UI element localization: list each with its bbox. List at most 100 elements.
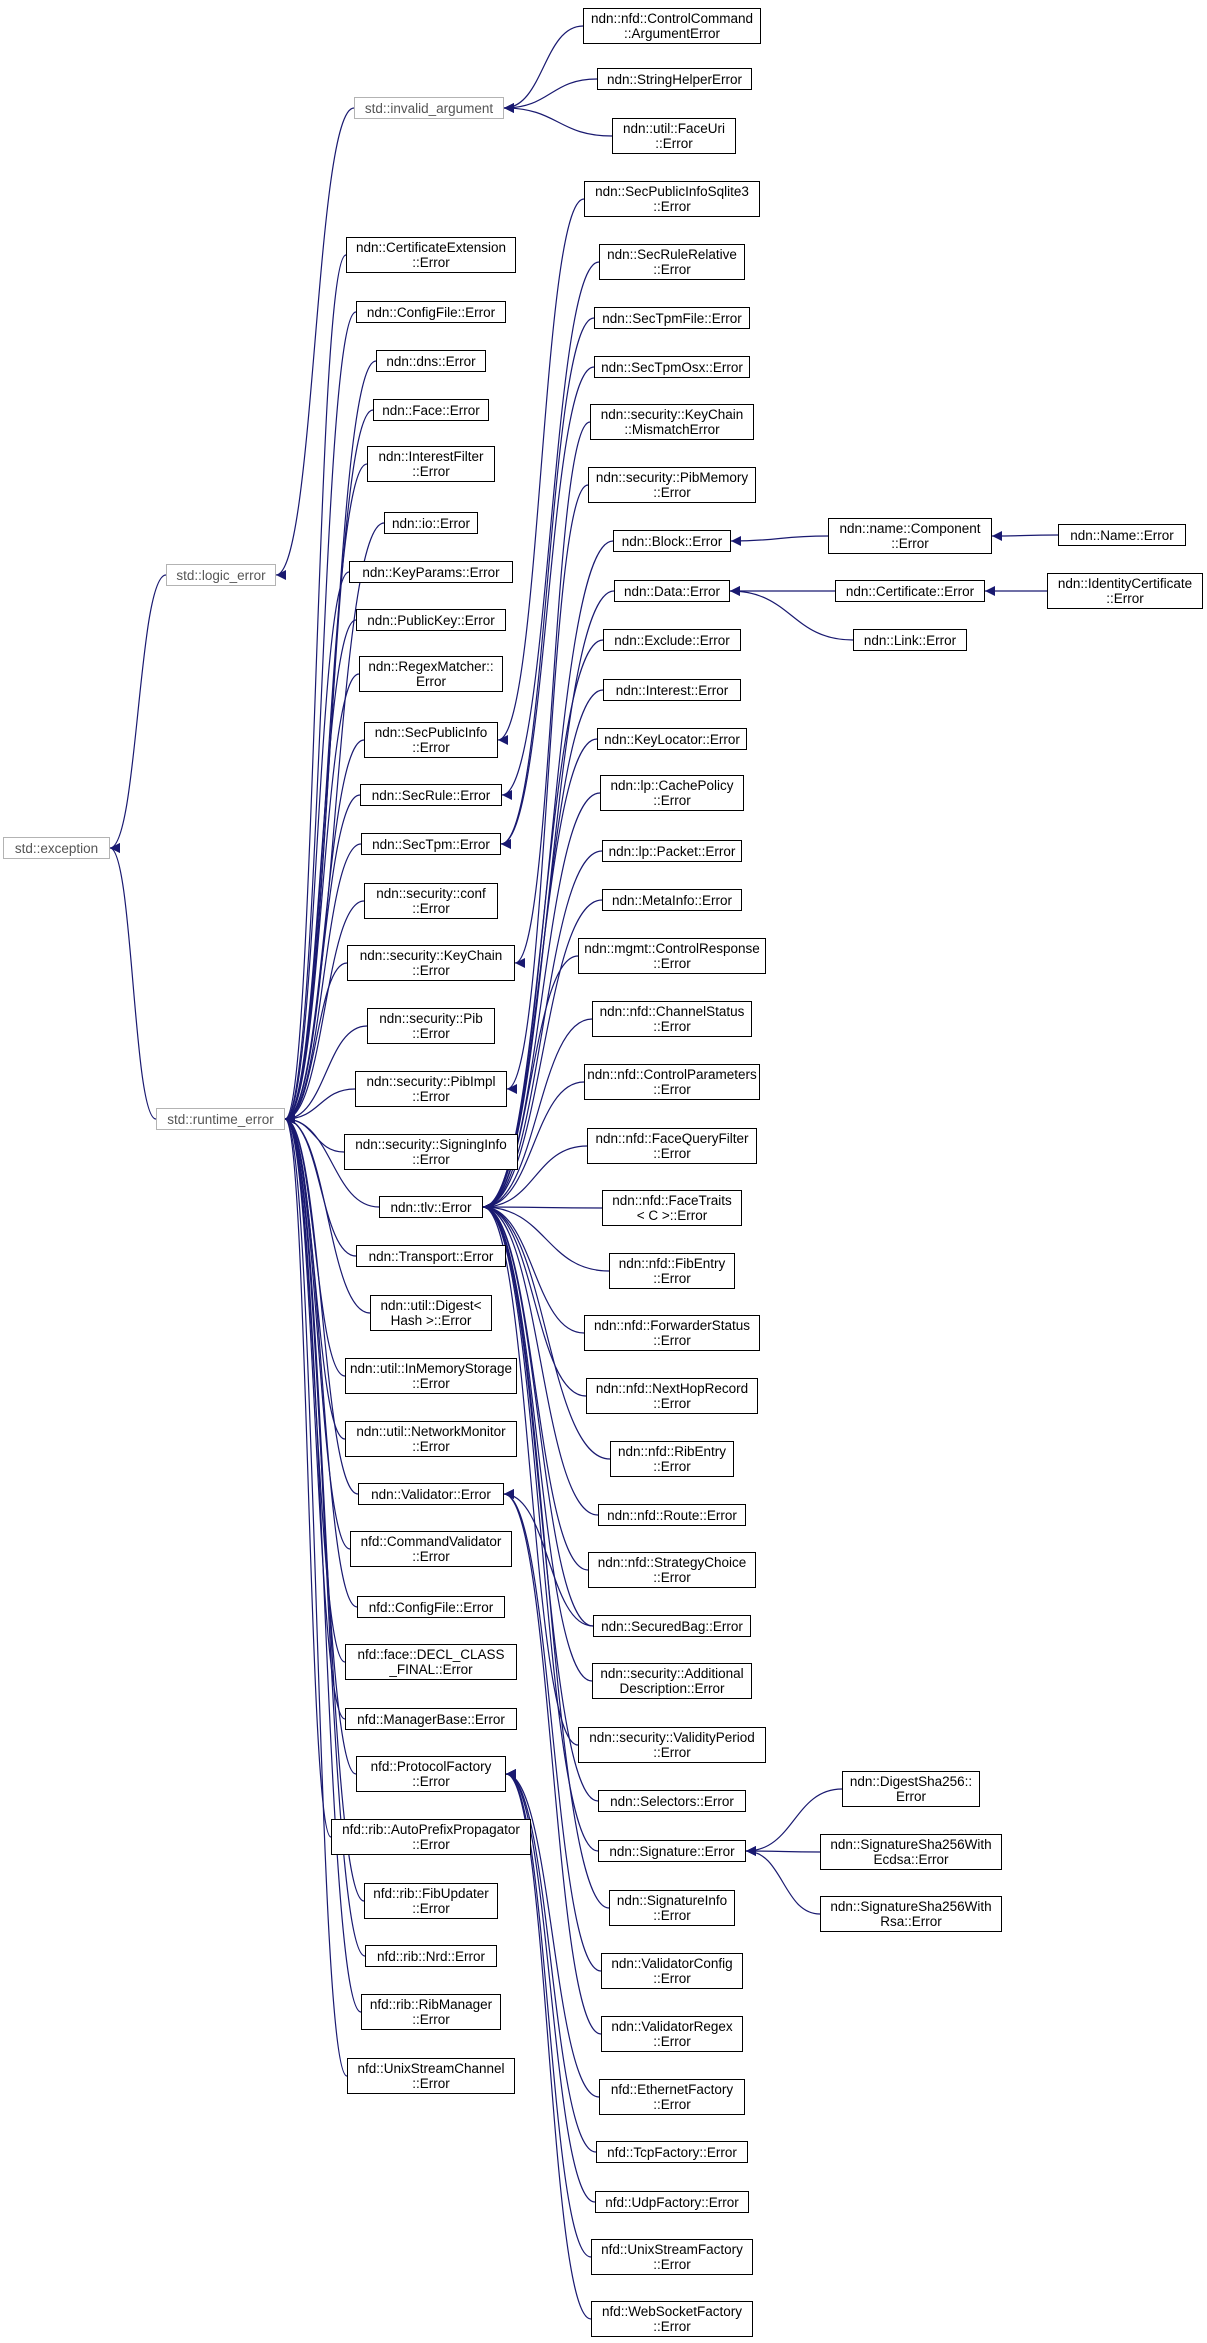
node-fibentry[interactable]: ndn::nfd::FibEntry ::Error [609, 1253, 735, 1289]
node-keylocator[interactable]: ndn::KeyLocator::Error [597, 728, 747, 750]
node-validatorregex[interactable]: ndn::ValidatorRegex ::Error [601, 2016, 743, 2052]
edge-string_helper-to-invalid_argument [503, 78, 598, 113]
node-digest[interactable]: ndn::util::Digest< Hash >::Error [370, 1295, 492, 1331]
node-signatureinfo[interactable]: ndn::SignatureInfo ::Error [609, 1890, 735, 1926]
node-pib[interactable]: ndn::security::Pib ::Error [367, 1008, 495, 1044]
node-regexmatcher[interactable]: ndn::RegexMatcher:: Error [359, 656, 503, 692]
node-facequery[interactable]: ndn::nfd::FaceQueryFilter ::Error [587, 1128, 757, 1164]
edge-exclude-to-tlv [482, 639, 604, 1212]
node-keyparams[interactable]: ndn::KeyParams::Error [349, 561, 513, 583]
edge-additional-to-tlv [482, 1202, 593, 1682]
node-route[interactable]: ndn::nfd::Route::Error [598, 1504, 746, 1526]
node-secrulerel[interactable]: ndn::SecRuleRelative ::Error [599, 244, 745, 280]
node-secpublicinfo[interactable]: ndn::SecPublicInfo ::Error [364, 722, 498, 758]
node-ethernetfactory[interactable]: nfd::EthernetFactory ::Error [599, 2079, 745, 2115]
node-pibimpl[interactable]: ndn::security::PibImpl ::Error [355, 1071, 507, 1107]
node-additional[interactable]: ndn::security::Additional Description::E… [592, 1663, 752, 1699]
node-interest-filter[interactable]: ndn::InterestFilter ::Error [367, 446, 495, 482]
node-dns[interactable]: ndn::dns::Error [376, 350, 486, 372]
node-cc-arg[interactable]: ndn::nfd::ControlCommand ::ArgumentError [583, 8, 761, 44]
node-keychain[interactable]: ndn::security::KeyChain ::Error [347, 945, 515, 981]
node-sectpmfile[interactable]: ndn::SecTpmFile::Error [594, 307, 750, 329]
node-udpfactory[interactable]: nfd::UdpFactory::Error [595, 2191, 749, 2213]
edge-sectpmfile-to-sectpm [500, 317, 595, 849]
node-decl-class[interactable]: nfd::face::DECL_CLASS _FINAL::Error [345, 1644, 517, 1680]
edge-validatorregex-to-validator [503, 1489, 602, 2035]
node-fibupdater[interactable]: nfd::rib::FibUpdater ::Error [364, 1883, 498, 1919]
node-pibmemory[interactable]: ndn::security::PibMemory ::Error [588, 467, 756, 503]
edge-signature-to-tlv [482, 1202, 599, 1852]
node-fwdstatus[interactable]: ndn::nfd::ForwarderStatus ::Error [584, 1315, 760, 1351]
edge-ribmanager-to-runtime_error [284, 1114, 362, 2013]
node-runtime-error[interactable]: std::runtime_error [156, 1108, 285, 1130]
node-certificate[interactable]: ndn::Certificate::Error [835, 580, 985, 602]
node-secrule[interactable]: ndn::SecRule::Error [360, 784, 502, 806]
node-faceuri[interactable]: ndn::util::FaceUri ::Error [612, 118, 736, 154]
edge-kc_mismatch-to-keychain [514, 421, 591, 968]
node-securedbag[interactable]: ndn::SecuredBag::Error [593, 1615, 751, 1637]
node-autoprefix[interactable]: nfd::rib::AutoPrefixPropagator ::Error [331, 1819, 531, 1855]
node-name[interactable]: ndn::Name::Error [1058, 524, 1186, 546]
node-ecdsa[interactable]: ndn::SignatureSha256With Ecdsa::Error [820, 1834, 1002, 1870]
node-managerbase[interactable]: nfd::ManagerBase::Error [345, 1708, 517, 1730]
node-data[interactable]: ndn::Data::Error [614, 580, 730, 602]
node-cert-ext[interactable]: ndn::CertificateExtension ::Error [346, 237, 516, 273]
edge-sec_conf-to-runtime_error [284, 900, 365, 1124]
node-link[interactable]: ndn::Link::Error [853, 629, 967, 651]
node-validator[interactable]: ndn::Validator::Error [358, 1483, 504, 1505]
node-validity[interactable]: ndn::security::ValidityPeriod ::Error [578, 1727, 766, 1763]
node-nrd[interactable]: nfd::rib::Nrd::Error [365, 1945, 497, 1967]
edge-ribentry-to-tlv [482, 1202, 611, 1460]
node-namecomponent[interactable]: ndn::name::Component ::Error [828, 518, 992, 554]
node-metainfo[interactable]: ndn::MetaInfo::Error [602, 889, 742, 911]
edge-route-to-tlv [482, 1202, 599, 1516]
node-tcpfactory[interactable]: nfd::TcpFactory::Error [596, 2141, 748, 2163]
node-cachepolicy[interactable]: ndn::lp::CachePolicy ::Error [600, 775, 744, 811]
node-invalid-argument[interactable]: std::invalid_argument [354, 97, 504, 119]
node-transport[interactable]: ndn::Transport::Error [356, 1245, 506, 1267]
node-kc-mismatch[interactable]: ndn::security::KeyChain ::MismatchError [590, 404, 754, 440]
node-protocolfactory[interactable]: nfd::ProtocolFactory ::Error [356, 1756, 506, 1792]
node-selectors[interactable]: ndn::Selectors::Error [598, 1790, 746, 1812]
node-ribentry[interactable]: ndn::nfd::RibEntry ::Error [610, 1441, 734, 1477]
node-face[interactable]: ndn::Face::Error [373, 399, 489, 421]
edge-logic_error-to-exception [109, 574, 167, 853]
node-identitycert[interactable]: ndn::IdentityCertificate ::Error [1047, 573, 1203, 609]
node-unixstreamfactory[interactable]: nfd::UnixStreamFactory ::Error [591, 2239, 753, 2275]
node-strategychoice[interactable]: ndn::nfd::StrategyChoice ::Error [588, 1552, 756, 1588]
edge-pibmemory-to-pibimpl [506, 484, 589, 1094]
node-publickey[interactable]: ndn::PublicKey::Error [356, 609, 506, 631]
node-inmemory[interactable]: ndn::util::InMemoryStorage ::Error [345, 1358, 517, 1394]
node-nfd-configfile[interactable]: nfd::ConfigFile::Error [357, 1596, 505, 1618]
node-validatorconfig[interactable]: ndn::ValidatorConfig ::Error [601, 1953, 743, 1989]
edge-nrd-to-runtime_error [284, 1114, 366, 1957]
node-rsa[interactable]: ndn::SignatureSha256With Rsa::Error [820, 1896, 1002, 1932]
node-exclude[interactable]: ndn::Exclude::Error [603, 629, 741, 651]
node-signature[interactable]: ndn::Signature::Error [598, 1840, 746, 1862]
node-tlv[interactable]: ndn::tlv::Error [379, 1196, 483, 1218]
node-block[interactable]: ndn::Block::Error [613, 530, 731, 552]
node-nexthop[interactable]: ndn::nfd::NextHopRecord ::Error [586, 1378, 758, 1414]
node-exception[interactable]: std::exception [3, 837, 110, 859]
node-unixstreamchannel[interactable]: nfd::UnixStreamChannel ::Error [347, 2058, 515, 2094]
node-facetraits[interactable]: ndn::nfd::FaceTraits < C >::Error [602, 1190, 742, 1226]
node-controlresponse[interactable]: ndn::mgmt::ControlResponse ::Error [578, 938, 766, 974]
node-ribmanager[interactable]: nfd::rib::RibManager ::Error [361, 1994, 501, 2030]
node-string-helper[interactable]: ndn::StringHelperError [597, 68, 752, 90]
node-sqlite3[interactable]: ndn::SecPublicInfoSqlite3 ::Error [584, 181, 760, 217]
node-controlparams[interactable]: ndn::nfd::ControlParameters ::Error [584, 1064, 760, 1100]
node-sectpmosx[interactable]: ndn::SecTpmOsx::Error [594, 356, 750, 378]
node-io[interactable]: ndn::io::Error [384, 512, 478, 534]
node-configfile[interactable]: ndn::ConfigFile::Error [356, 301, 506, 323]
node-sectpm[interactable]: ndn::SecTpm::Error [361, 833, 501, 855]
node-cmdvalidator[interactable]: nfd::CommandValidator ::Error [350, 1531, 512, 1567]
node-digestsha256[interactable]: ndn::DigestSha256:: Error [842, 1771, 980, 1807]
node-sec-conf[interactable]: ndn::security::conf ::Error [364, 883, 498, 919]
node-interest[interactable]: ndn::Interest::Error [603, 679, 741, 701]
node-netmon[interactable]: ndn::util::NetworkMonitor ::Error [345, 1421, 517, 1457]
node-channelstatus[interactable]: ndn::nfd::ChannelStatus ::Error [592, 1001, 752, 1037]
node-logic-error[interactable]: std::logic_error [166, 564, 276, 586]
node-websocketfactory[interactable]: nfd::WebSocketFactory ::Error [591, 2301, 753, 2337]
node-lppacket[interactable]: ndn::lp::Packet::Error [602, 840, 742, 862]
node-signinginfo[interactable]: ndn::security::SigningInfo ::Error [344, 1134, 518, 1170]
